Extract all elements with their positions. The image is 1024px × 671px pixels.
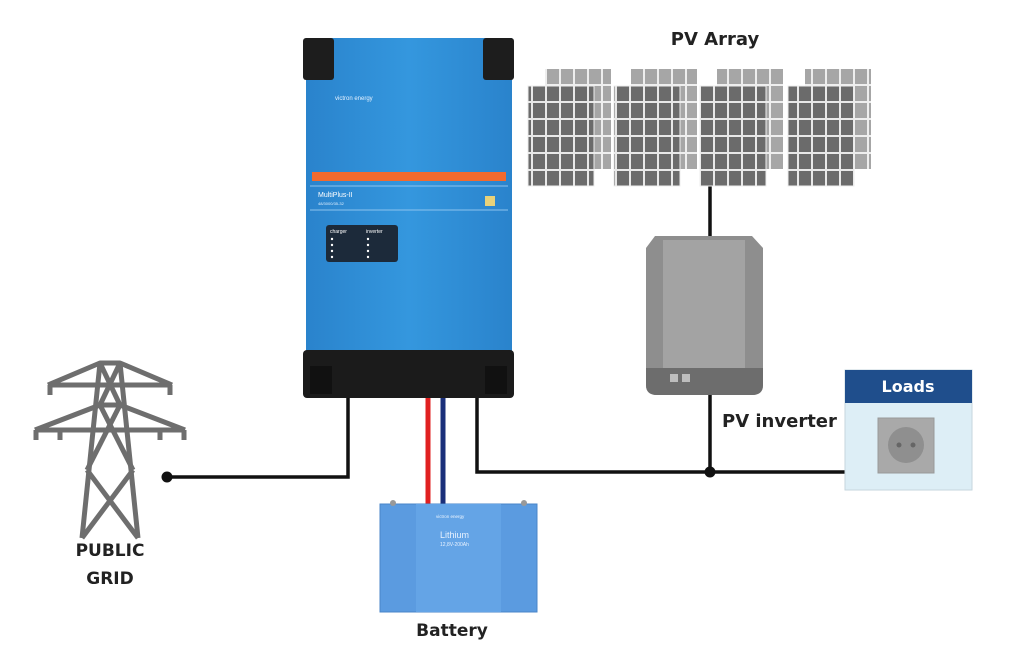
inverter-charger-icon: victron energy MultiPlus-II 48/3000/35-3… bbox=[303, 38, 514, 398]
pv-inverter-label: PV inverter bbox=[722, 411, 837, 432]
inverter-model: MultiPlus-II bbox=[318, 192, 353, 199]
pv-array-label: PV Array bbox=[670, 29, 760, 50]
inverter-brand: victron energy bbox=[335, 96, 373, 102]
solar-panel-icon bbox=[613, 69, 697, 187]
public-grid-label-line2: GRID bbox=[86, 569, 134, 589]
loads-label: Loads bbox=[881, 377, 935, 396]
loads-box bbox=[844, 369, 973, 491]
pv-inverter-icon bbox=[646, 236, 763, 395]
grid-junction-dot bbox=[161, 471, 173, 483]
grid-wire bbox=[167, 396, 350, 479]
power-socket-icon bbox=[877, 417, 935, 474]
solar-panel-icon bbox=[527, 69, 611, 187]
battery-subtitle: 12,8V-200Ah bbox=[440, 542, 469, 548]
pv-array bbox=[527, 69, 871, 187]
inverter-panel-inverter: inverter bbox=[366, 229, 383, 235]
solar-panel-icon bbox=[699, 69, 783, 187]
pv-junction-dot bbox=[704, 466, 716, 478]
transmission-tower-icon bbox=[33, 360, 187, 540]
inverter-subtitle: 48/3000/35-32 bbox=[318, 201, 345, 206]
solar-panel-icon bbox=[787, 69, 871, 187]
battery-label: Battery bbox=[416, 621, 488, 641]
public-grid-label-line1: PUBLIC bbox=[75, 541, 145, 561]
battery-brand: victron energy bbox=[436, 514, 465, 519]
battery-icon: victron energy Lithium 12,8V-200Ah bbox=[379, 500, 538, 613]
battery-model: Lithium bbox=[440, 530, 469, 540]
inverter-panel-charger: charger bbox=[330, 229, 347, 235]
ac-out-wire bbox=[475, 396, 845, 474]
wires bbox=[167, 186, 845, 479]
